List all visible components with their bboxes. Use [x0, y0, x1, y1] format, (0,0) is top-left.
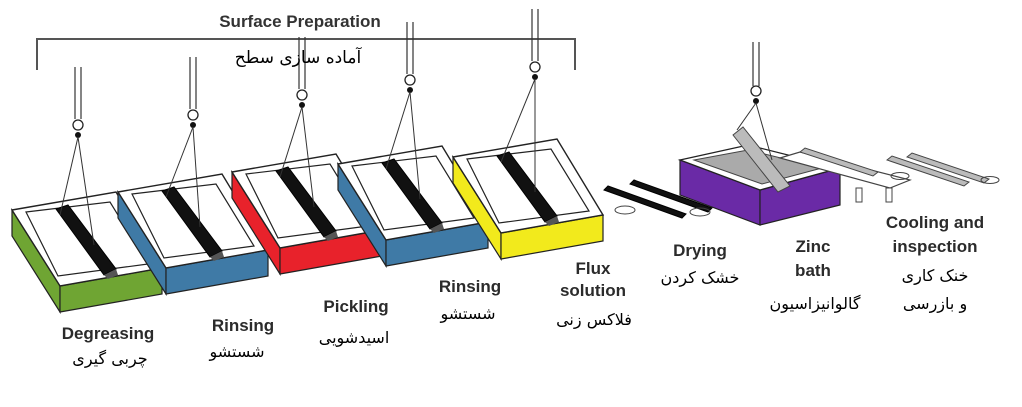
hook	[753, 98, 759, 104]
steel-beam-end	[210, 251, 224, 261]
rack-support	[614, 205, 636, 215]
cooling-table	[777, 147, 1000, 203]
sling	[279, 106, 303, 178]
stage-label-pickling-fa: اسیدشویی	[318, 328, 390, 347]
stage-label-rinsing-1: Rinsing	[211, 316, 275, 335]
surface-preparation-title-fa: آماده سازی سطح	[234, 48, 362, 68]
sling	[385, 91, 411, 170]
stage-label-degreasing: Degreasing	[61, 324, 155, 343]
rack-support	[980, 176, 1000, 184]
hoist-pulley	[72, 119, 84, 131]
stage-label-drying-fa: خشک کردن	[660, 268, 740, 287]
steel-beam-end	[430, 223, 444, 233]
sling	[77, 136, 95, 246]
stage-label-zinc-line1: Zinc	[795, 237, 831, 256]
inspected-beam	[905, 152, 991, 184]
drying-rack	[603, 179, 713, 219]
sling	[165, 126, 194, 198]
sling	[409, 91, 421, 200]
stage-label-cooling-fa-line1: خنک کاری	[901, 266, 969, 285]
hoist-pulley	[404, 74, 416, 86]
table-leg	[885, 187, 893, 203]
inspected-beam	[885, 155, 971, 187]
steel-beam-end	[545, 216, 559, 226]
hoist-pulley	[750, 85, 762, 97]
sling	[301, 106, 315, 208]
surface-preparation-bracket	[36, 38, 576, 70]
tank-rinsing-2	[336, 22, 490, 269]
tank-flux	[451, 9, 605, 262]
sling	[736, 102, 757, 131]
cooled-beam	[798, 147, 880, 177]
stage-label-zinc-line2: bath	[795, 261, 831, 280]
sling	[59, 136, 79, 216]
stage-label-cooling-fa-line2: و بازرسی	[902, 294, 968, 313]
stage-label-drying: Drying	[673, 241, 727, 260]
tank-degreasing	[10, 67, 164, 315]
stage-label-flux-line1: Flux	[575, 259, 611, 278]
hook	[299, 102, 305, 108]
stage-label-zinc-fa: گالوانیزاسیون	[769, 294, 861, 313]
stage-label-cooling-line2: inspection	[892, 237, 978, 256]
stage-label-rinsing-2: Rinsing	[438, 277, 502, 296]
stage-label-rinsing-2-fa: شستشو	[440, 304, 496, 323]
stage-label-flux-fa: فلاکس زنی	[556, 310, 632, 329]
hoist-pulley	[296, 89, 308, 101]
cooling-table-top	[777, 151, 912, 189]
stage-label-flux-line2: solution	[559, 281, 627, 300]
stage-label-cooling-line1: Cooling and	[885, 213, 985, 232]
table-leg	[855, 187, 863, 203]
dried-beam	[603, 185, 687, 219]
hook	[407, 87, 413, 93]
hook	[532, 74, 538, 80]
tank-rinsing-1	[116, 57, 270, 297]
stage-label-rinsing-1-fa: شستشو	[209, 342, 265, 361]
tank-zinc	[677, 42, 843, 226]
stage-label-degreasing-fa: چربی گیری	[72, 349, 148, 368]
hook	[190, 122, 196, 128]
sling	[500, 78, 536, 163]
stage-label-pickling: Pickling	[323, 297, 389, 316]
rack-support	[689, 207, 711, 217]
hoist-pulley	[187, 109, 199, 121]
surface-preparation-title: Surface Preparation	[219, 12, 381, 31]
steel-beam-end	[324, 231, 338, 241]
dried-beam	[629, 179, 713, 213]
hook	[75, 132, 81, 138]
steel-beam-end	[104, 269, 118, 279]
rack-support	[890, 172, 910, 180]
sling	[755, 102, 773, 161]
galvanized-beam	[732, 126, 791, 193]
hoist-pulley	[529, 61, 541, 73]
sling	[192, 126, 201, 228]
